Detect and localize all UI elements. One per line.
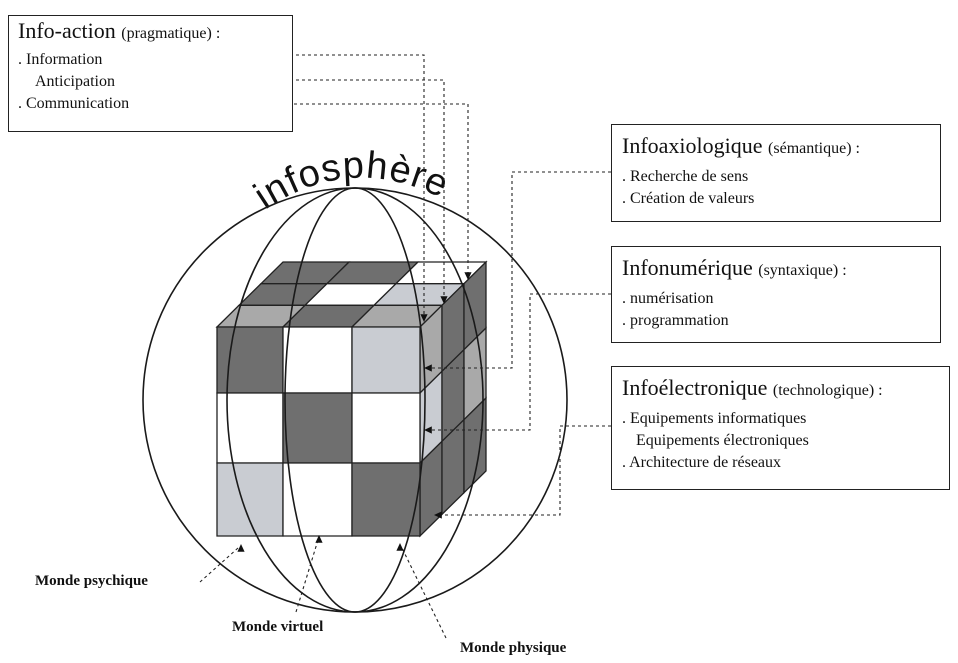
cube-front-cell [351,326,421,394]
cube-front-cell [216,462,284,537]
arrowhead-monde-virtuel [315,535,323,543]
connector-infoaxiologique [428,171,611,369]
cube-front-cell [282,326,353,394]
infoelectronique-title: Infoélectronique [622,375,768,400]
arrowhead-infoelectronique [434,511,442,519]
infoaxiologique-box: Infoaxiologique (sémantique) : . Recherc… [611,124,941,222]
cube-front-cell [351,462,421,537]
arrowhead-infoaxiologique [424,364,432,372]
infoaxiologique-item-sens: . Recherche de sens [622,168,749,185]
arrowheads [237,272,472,552]
infonumerique-qualifier: (syntaxique) : [758,262,847,279]
rubik-cube [215,260,488,538]
connector-anticipation [200,79,445,300]
infonumerique-item-numerisation: . numérisation [622,290,714,307]
infonumerique-heading: Infonumérique (syntaxique) : [622,255,940,284]
infoelectronique-item-informatiques: . Equipements informatiques [622,410,807,427]
infonumerique-item-programmation: . programmation [622,312,729,329]
arrowhead-monde-physique [396,543,404,551]
connector-monde-virtuel [295,539,319,613]
connector-monde-physique [401,547,447,639]
arrowhead-information [420,314,428,322]
infonumerique-box: Infonumérique (syntaxique) : . numérisat… [611,246,941,343]
info-action-item-information: . Information [18,51,103,68]
arrowhead-monde-psychique [237,544,245,552]
monde-virtuel-label: Monde virtuel [232,619,324,635]
info-action-qualifier: (pragmatique) : [121,25,221,42]
meridian-outer [226,187,484,613]
infoelectronique-qualifier: (technologique) : [772,382,883,399]
infoaxiologique-item-valeurs: . Création de valeurs [622,190,755,207]
info-action-box: Info-action (pragmatique) : . Informatio… [8,15,293,132]
monde-physique-label: Monde physique [460,640,567,656]
info-action-item-anticipation: Anticipation [35,73,115,90]
infoelectronique-item-electroniques: Equipements électroniques [636,432,809,449]
info-action-title: Info-action [18,18,116,43]
monde-psychique-label: Monde psychique [35,573,148,589]
info-action-item-communication: . Communication [18,95,130,112]
cube-side-cell [463,396,487,495]
arrowhead-communication [464,272,472,280]
arrowhead-infonumerique [424,426,432,434]
infoaxiologique-qualifier: (sémantique) : [768,140,860,157]
infoelectronique-box: Infoélectronique (technologique) : . Equ… [611,366,950,490]
infoaxiologique-heading: Infoaxiologique (sémantique) : [622,133,940,162]
cube-front-cell [351,392,421,464]
connector-infoelectronique [438,425,611,516]
arrowhead-anticipation [440,296,448,304]
sphere [142,187,568,613]
connector-monde-psychique [199,547,239,583]
cube-front-cell [282,392,353,464]
infoelectronique-item-reseaux: . Architecture de réseaux [622,454,782,471]
infoelectronique-heading: Infoélectronique (technologique) : [622,375,949,404]
info-action-heading: Info-action (pragmatique) : [18,18,292,47]
infonumerique-title: Infonumérique [622,255,753,280]
infoaxiologique-title: Infoaxiologique [622,133,763,158]
